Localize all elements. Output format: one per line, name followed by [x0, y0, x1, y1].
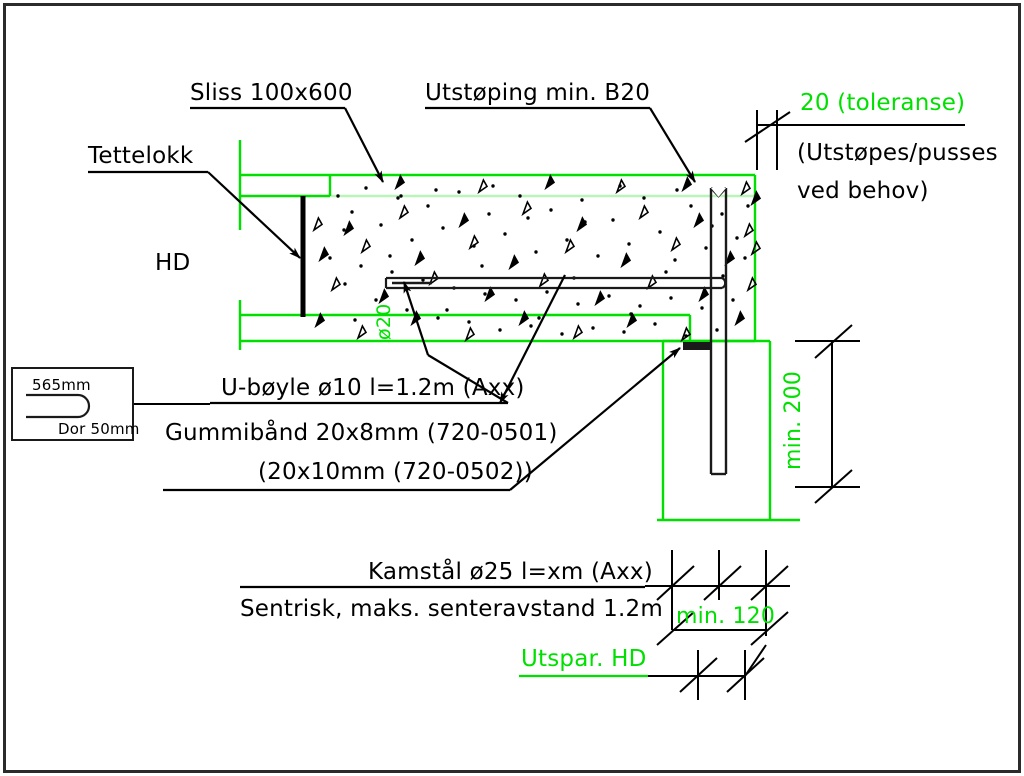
label-tettelokk: Tettelokk [87, 143, 194, 169]
label-gummiband-line2: (20x10mm (720-0502)) [258, 459, 533, 485]
kamstal-rebar [709, 187, 728, 476]
kamstal-tip [711, 188, 726, 197]
leader-kamstal [240, 274, 645, 589]
label-sliss: Sliss 100x600 [190, 80, 353, 106]
dimension-toleranse [744, 110, 965, 170]
label-sentrisk: Sentrisk, maks. senteravstand 1.2m [240, 596, 663, 622]
sheet-border [3, 3, 1021, 773]
dimension-min-200 [795, 324, 860, 504]
label-utstopes-line2: ved behov) [797, 178, 929, 204]
label-utstopes-line1: (Utstøpes/pusses [797, 140, 998, 166]
label-hd: HD [155, 250, 190, 276]
leader-uboyle [210, 281, 509, 405]
label-gummiband-line1: Gummibånd 20x8mm (720-0501) [165, 418, 558, 446]
leader-gummiband [163, 347, 681, 492]
dimension-label-min-120: min. 120 [676, 604, 775, 629]
detail-length-label: 565mm [32, 376, 91, 394]
dowel-detail-box [11, 367, 134, 441]
gummiband-pad [683, 342, 711, 350]
concrete-hatch-dots [328, 184, 750, 338]
dimension-label-height: ø20 [373, 304, 395, 340]
leader-sliss [190, 106, 384, 183]
dimension-min-120 [519, 550, 790, 700]
label-kamstal: Kamstål ø25 l=xm (Axx) [368, 557, 653, 585]
leader-tettelokk [88, 170, 301, 259]
leader-utstoping [425, 106, 696, 183]
concrete-hatch-triangles [312, 174, 762, 343]
u-boyle-rebar [384, 276, 727, 290]
detail-dowel-label: Dor 50mm [58, 420, 140, 438]
label-utstoping: Utstøping min. B20 [425, 80, 650, 106]
label-uboyle: U-bøyle ø10 l=1.2m (Axx) [221, 375, 525, 401]
label-toleranse: 20 (toleranse) [800, 90, 965, 116]
label-utspar: Utspar. HD [521, 646, 647, 672]
dimension-label-min-200: min. 200 [781, 371, 806, 470]
